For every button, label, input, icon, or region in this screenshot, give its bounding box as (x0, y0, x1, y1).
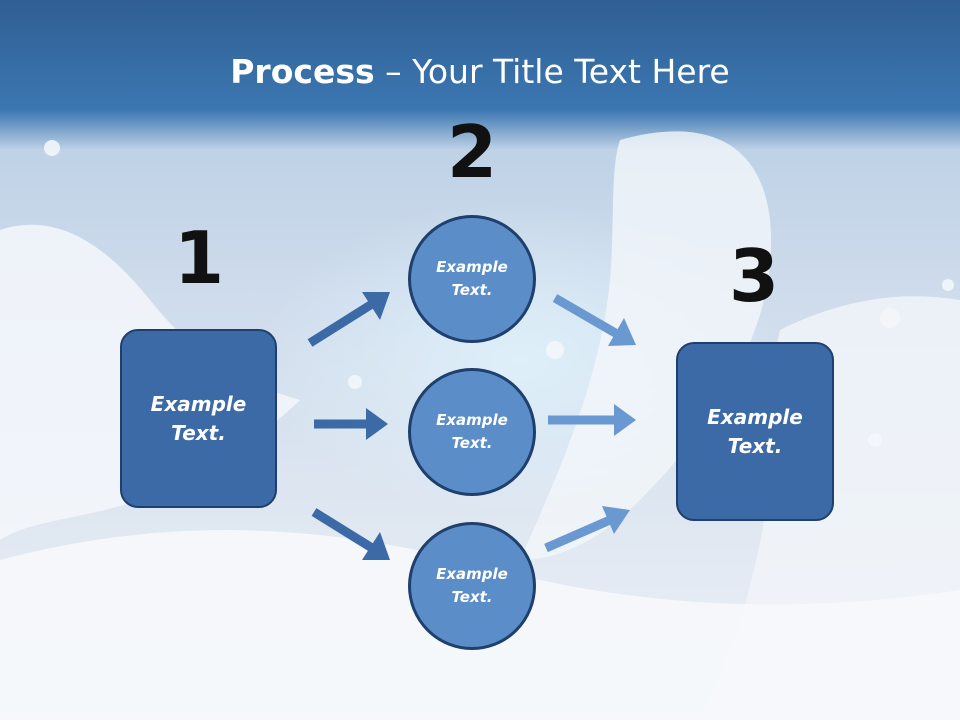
step-3-box[interactable]: Example Text. (676, 342, 834, 521)
step-2-circle-middle[interactable]: Example Text. (408, 368, 536, 496)
step-2-label-middle: Example Text. (436, 411, 508, 452)
arrow-bottom-to-3 (544, 506, 630, 553)
step-2-circle-top[interactable]: Example Text. (408, 215, 536, 343)
step-3-label: Example Text. (707, 404, 803, 458)
step-2-label-bottom: Example Text. (436, 565, 508, 606)
title-bold: Process (230, 52, 375, 91)
slide-title: Process – Your Title Text Here (0, 52, 960, 91)
arrow-1-to-top (307, 292, 390, 347)
arrow-middle-to-3 (548, 404, 636, 436)
arrow-1-to-middle (314, 408, 388, 440)
arrow-1-to-bottom (311, 508, 390, 560)
arrow-top-to-3 (552, 294, 636, 346)
step-2-circle-bottom[interactable]: Example Text. (408, 522, 536, 650)
step-3-number: 3 (728, 234, 780, 318)
title-rest: – Your Title Text Here (374, 52, 730, 91)
step-2-number: 2 (446, 110, 498, 194)
step-1-number: 1 (173, 216, 225, 300)
step-2-label-top: Example Text. (436, 258, 508, 299)
step-1-label: Example Text. (150, 391, 247, 445)
step-1-box[interactable]: Example Text. (120, 329, 277, 508)
